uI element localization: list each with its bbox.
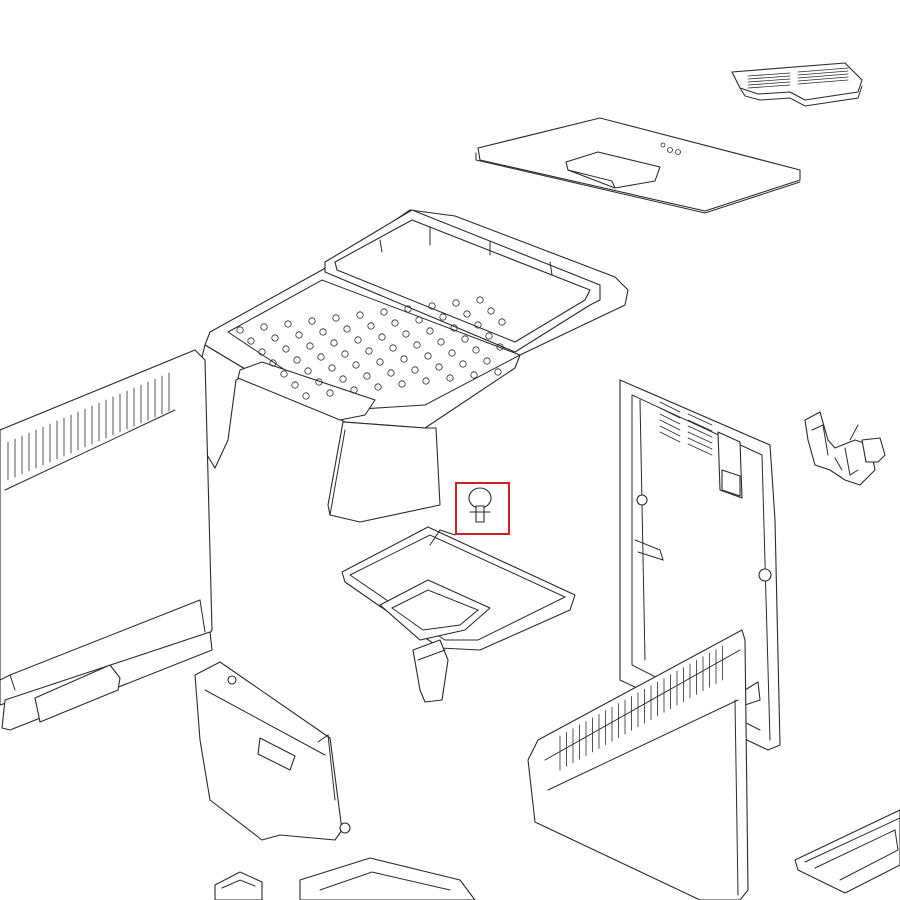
small-cup-part[interactable]: [214, 871, 263, 900]
bracket-part[interactable]: [804, 411, 886, 486]
valve-pin-part[interactable]: [455, 482, 510, 535]
funnel-part[interactable]: [341, 526, 576, 703]
tray-rail-part[interactable]: [794, 809, 900, 894]
top-lid-part[interactable]: [475, 117, 801, 214]
drip-tray-part[interactable]: [299, 857, 476, 900]
drip-grille-part[interactable]: [731, 62, 863, 107]
front-grille-panel-part[interactable]: [527, 629, 749, 900]
highlight-box: [455, 482, 510, 535]
front-door-part[interactable]: [194, 661, 351, 841]
left-side-panel-part[interactable]: [0, 349, 213, 731]
top-cover-part[interactable]: [191, 209, 629, 523]
